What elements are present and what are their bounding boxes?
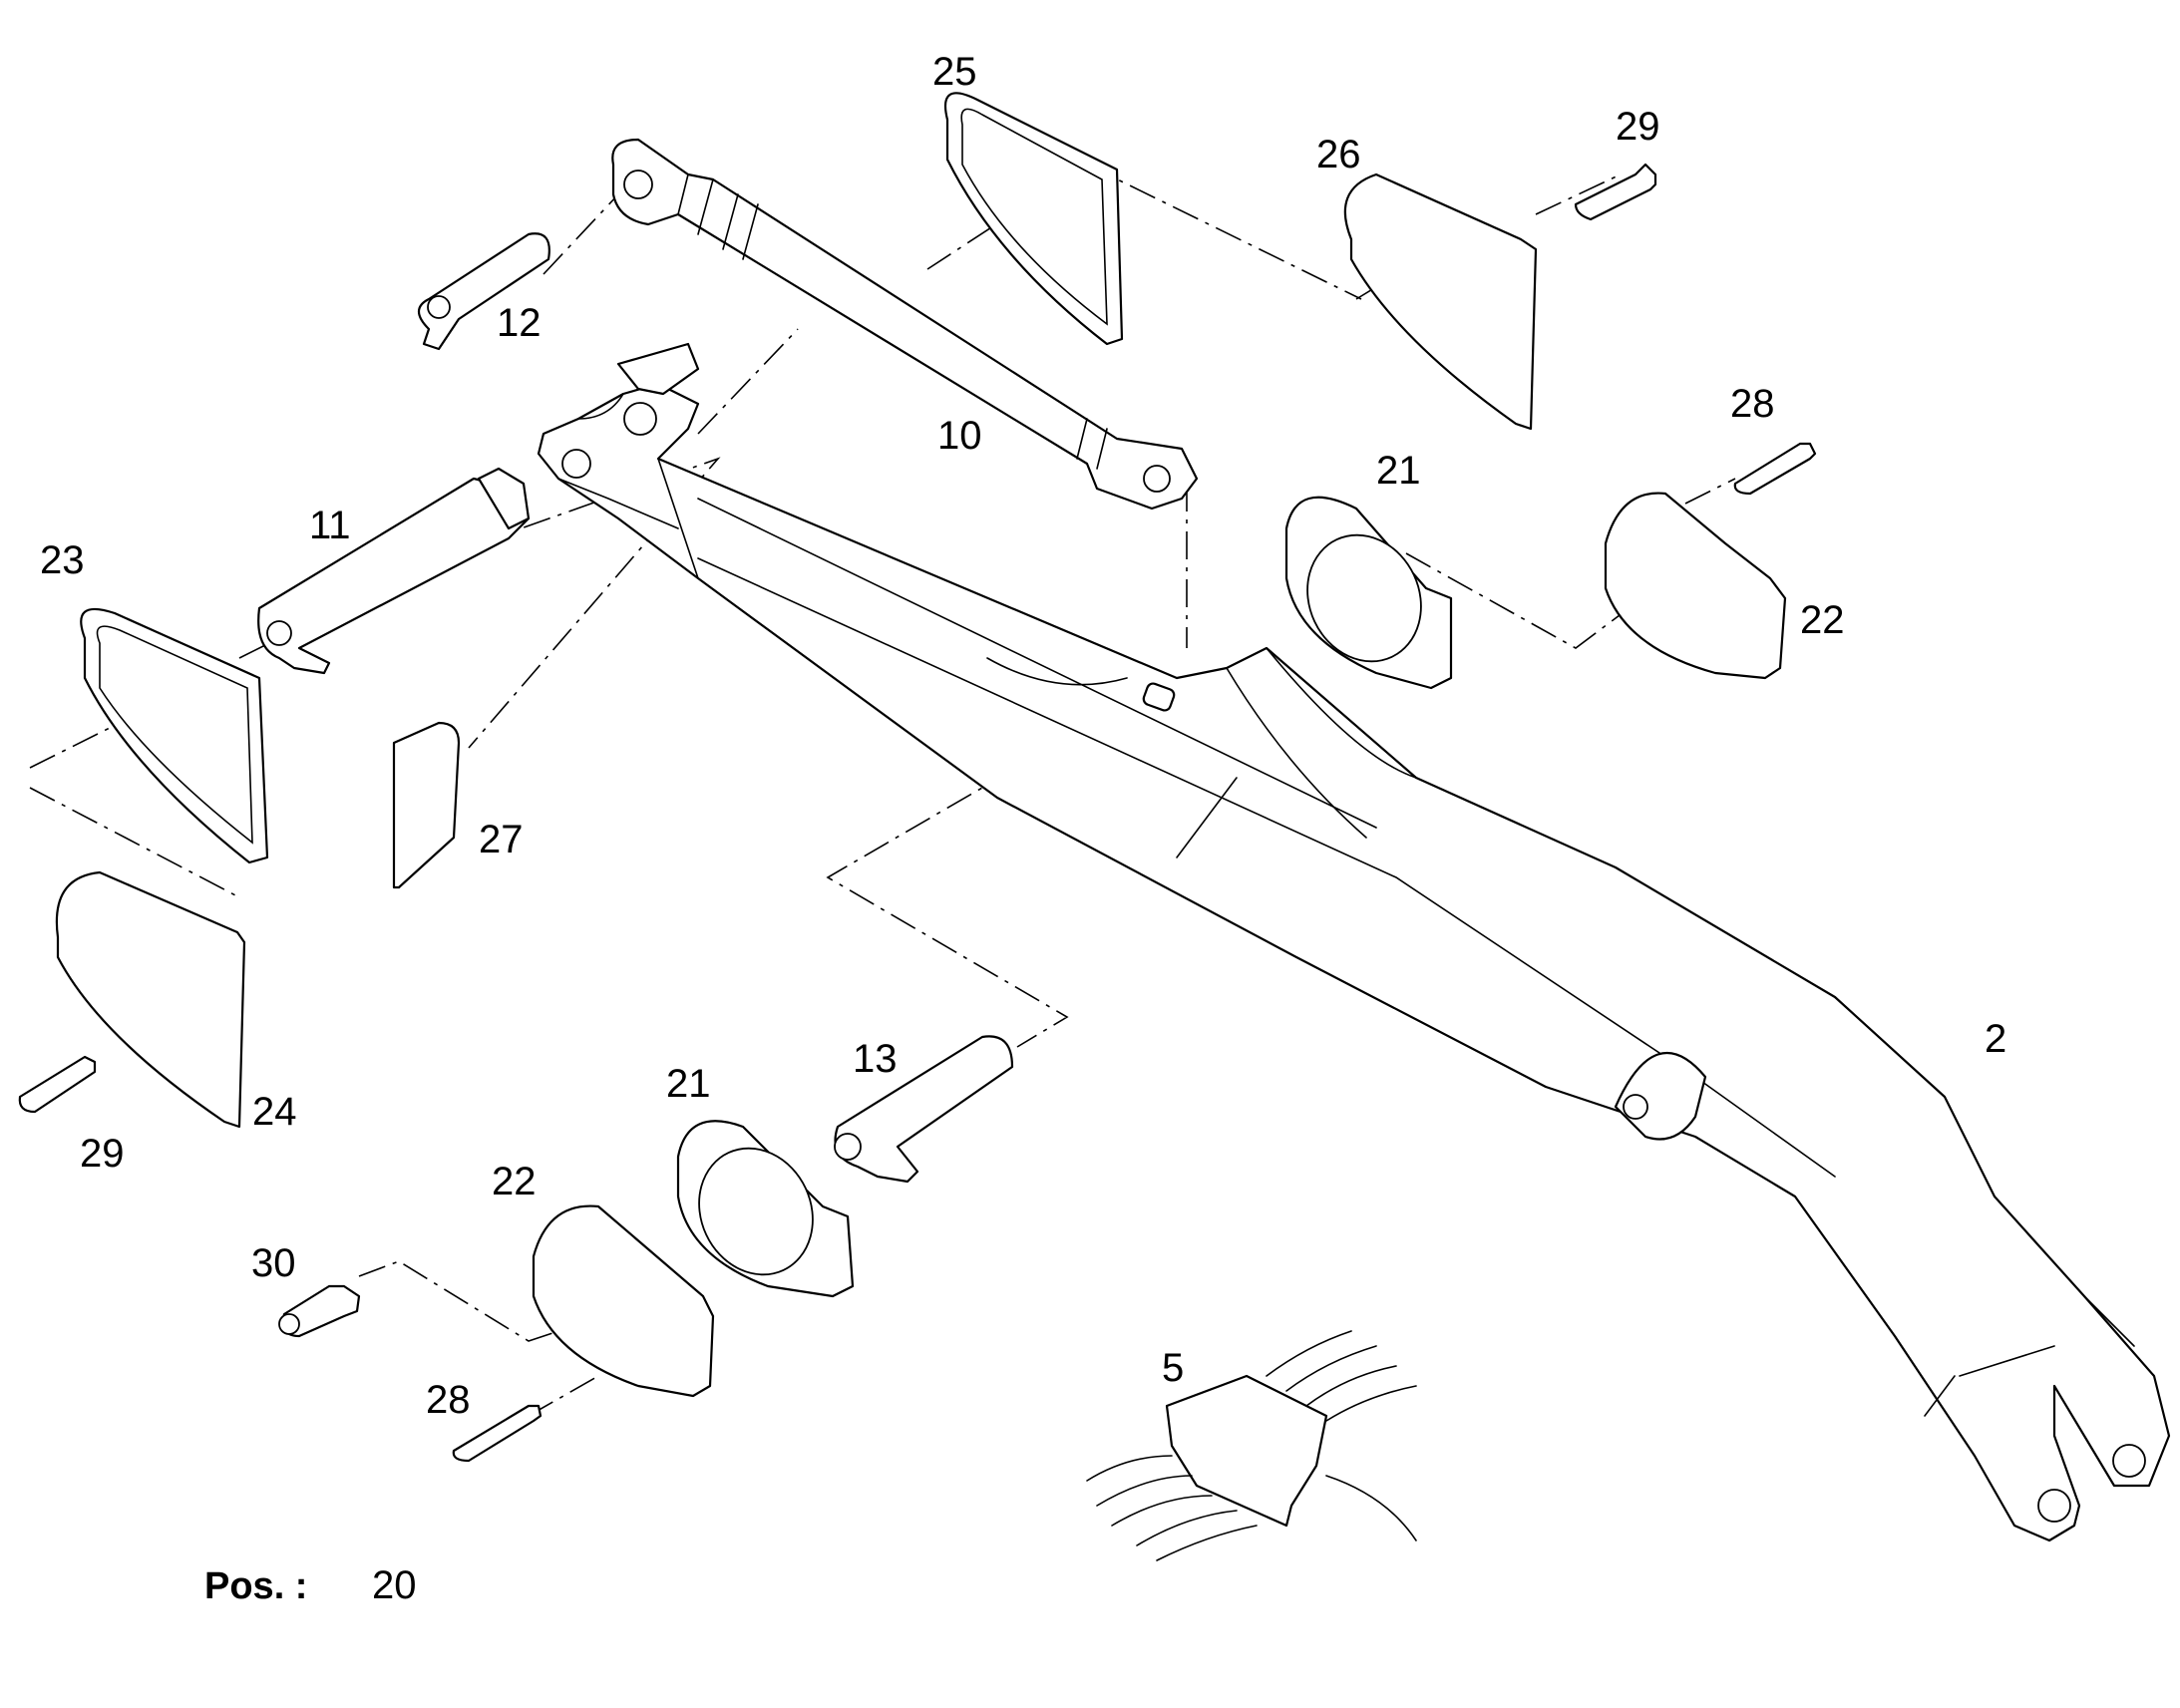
cover-plate-24: [55, 870, 246, 1129]
position-footer: Pos. : 20: [204, 1563, 417, 1607]
callout-5: 5: [1162, 1346, 1184, 1390]
callout-12: 12: [497, 301, 542, 345]
callout-11: 11: [309, 504, 351, 547]
hydraulic-cylinder: [611, 138, 1199, 511]
ring-plate-21-lower: [676, 1120, 855, 1298]
pos-label: Pos. :: [204, 1565, 307, 1607]
callout-labels: 25 29 26 12 10 28 21 11 23 22 27 2 13 21…: [40, 50, 2006, 1422]
cover-plate-22-lower: [532, 1204, 715, 1398]
callout-29-upper: 29: [1616, 105, 1660, 149]
grease-nipple-30: [278, 1284, 361, 1338]
ring-plate-21-upper: [1284, 496, 1453, 690]
bolt-28-lower: [452, 1404, 543, 1463]
pos-value: 20: [372, 1563, 417, 1607]
callout-23: 23: [40, 538, 85, 582]
pad-27: [392, 721, 461, 889]
callout-22-lower: 22: [492, 1160, 537, 1203]
callout-13: 13: [853, 1037, 898, 1081]
callout-21-upper: 21: [1376, 449, 1421, 493]
cover-plate-23: [80, 607, 269, 864]
callout-24: 24: [252, 1090, 297, 1134]
callout-28-upper: 28: [1730, 382, 1775, 426]
callout-22-upper: 22: [1800, 598, 1845, 642]
callout-25: 25: [932, 50, 977, 94]
cover-plate-25: [943, 92, 1124, 346]
bolt-28-upper: [1733, 442, 1817, 496]
callout-21-lower: 21: [666, 1062, 711, 1106]
pin-13: [834, 1035, 1014, 1184]
cover-plate-22-upper: [1604, 492, 1787, 680]
callout-10: 10: [937, 414, 982, 458]
callout-2: 2: [1985, 1017, 2006, 1061]
callout-28-lower: 28: [426, 1378, 471, 1422]
callout-26: 26: [1316, 133, 1361, 176]
callout-27: 27: [479, 818, 524, 861]
bolt-29-upper: [1574, 163, 1657, 221]
pin-12: [417, 232, 550, 351]
cover-plate-26: [1343, 172, 1538, 431]
callout-30: 30: [251, 1241, 296, 1285]
pin-11: [257, 467, 531, 675]
main-boom-arm: [537, 342, 2171, 1542]
hydraulic-manifold-block: [1086, 1330, 1417, 1561]
callout-29-lower: 29: [80, 1132, 125, 1176]
bolt-29-lower: [18, 1055, 97, 1114]
